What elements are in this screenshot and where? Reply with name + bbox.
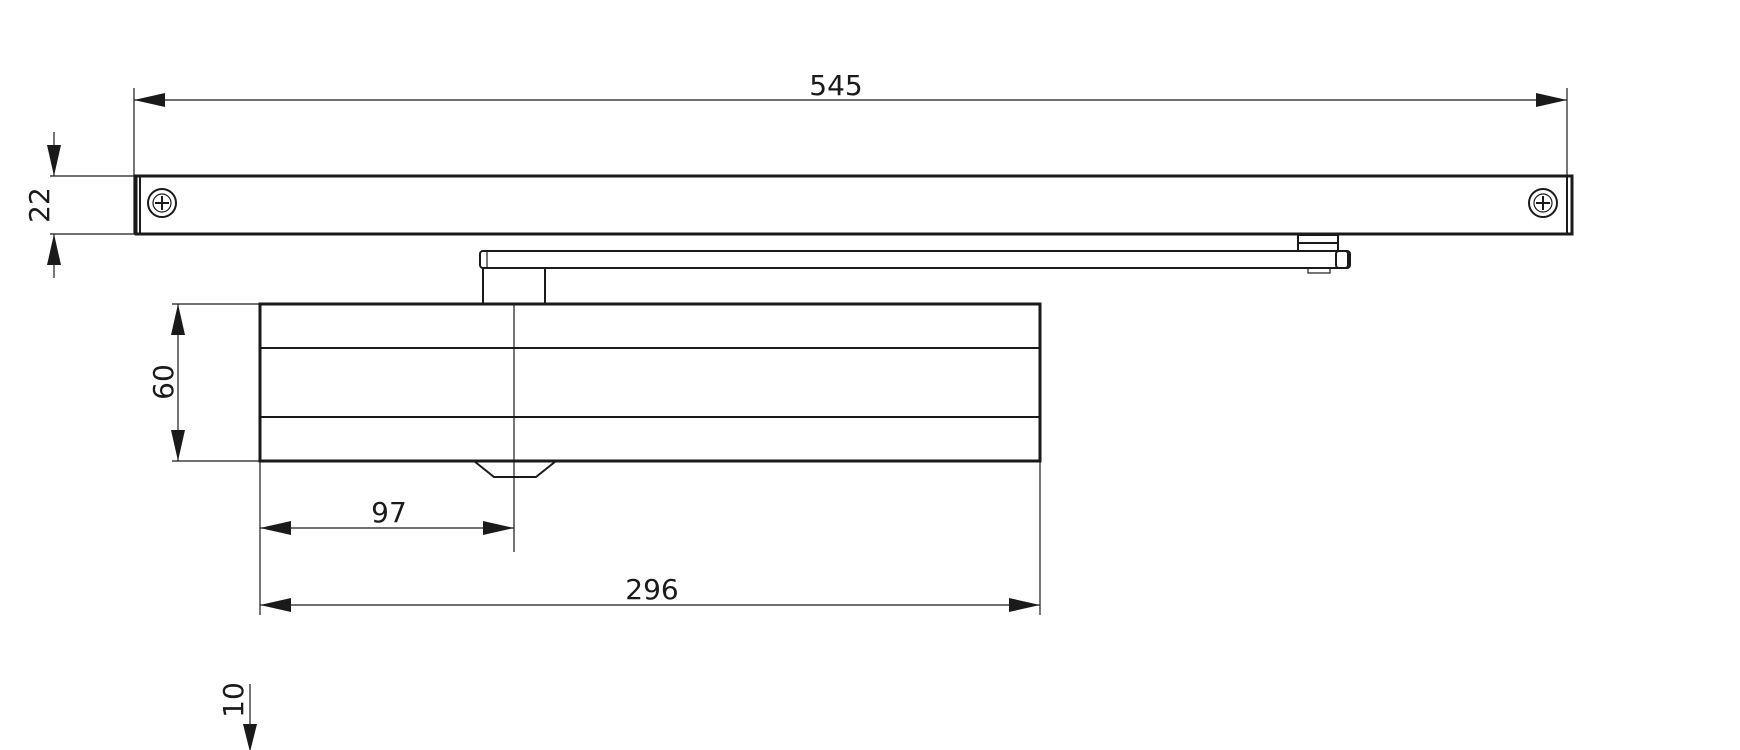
dimension-545: 545 (133, 69, 1568, 234)
dimension-60: 60 (147, 303, 260, 462)
dimension-10: 10 (217, 682, 257, 750)
dimension-label-22: 22 (23, 187, 56, 223)
dimension-label-97: 97 (371, 496, 407, 529)
left-screw-icon (147, 188, 177, 218)
dimension-label-60: 60 (147, 364, 180, 400)
right-screw-icon (1528, 188, 1558, 218)
dimension-97: 97 (259, 461, 514, 615)
dimension-label-545: 545 (809, 69, 862, 102)
dimension-label-296: 296 (625, 573, 678, 606)
slide-rail (134, 174, 1574, 236)
closer-body (258, 302, 1042, 552)
closer-arm (479, 234, 1351, 304)
dimension-label-10: 10 (217, 682, 250, 718)
dimension-296: 296 (260, 461, 1041, 615)
dimension-22: 22 (23, 132, 136, 278)
